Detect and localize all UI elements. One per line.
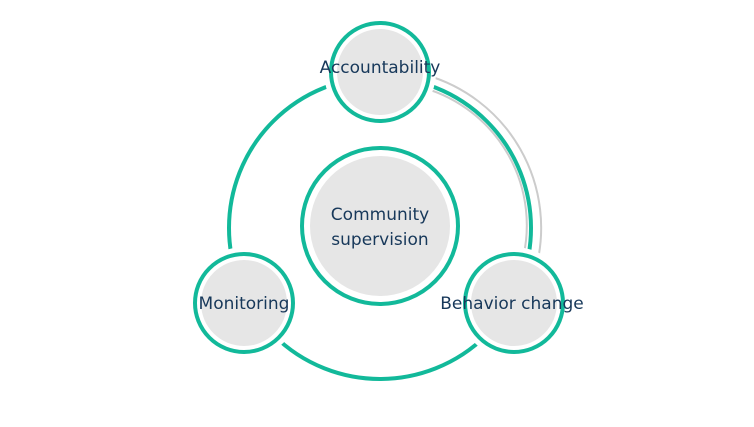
center-label-line1: Community <box>331 205 429 225</box>
inner-gray-arc <box>423 87 528 263</box>
node-accountability: Accountability <box>320 16 441 128</box>
center-label-line2: supervision <box>331 230 428 250</box>
outer-gray-arc <box>425 74 543 269</box>
node-label-accountability: Accountability <box>320 58 441 78</box>
node-behavior-change: Behavior change <box>440 247 584 359</box>
node-label-behavior-change: Behavior change <box>440 294 583 314</box>
node-label-monitoring: Monitoring <box>199 294 290 314</box>
node-monitoring: Monitoring <box>188 247 300 359</box>
center-node: Community supervision <box>300 146 460 306</box>
